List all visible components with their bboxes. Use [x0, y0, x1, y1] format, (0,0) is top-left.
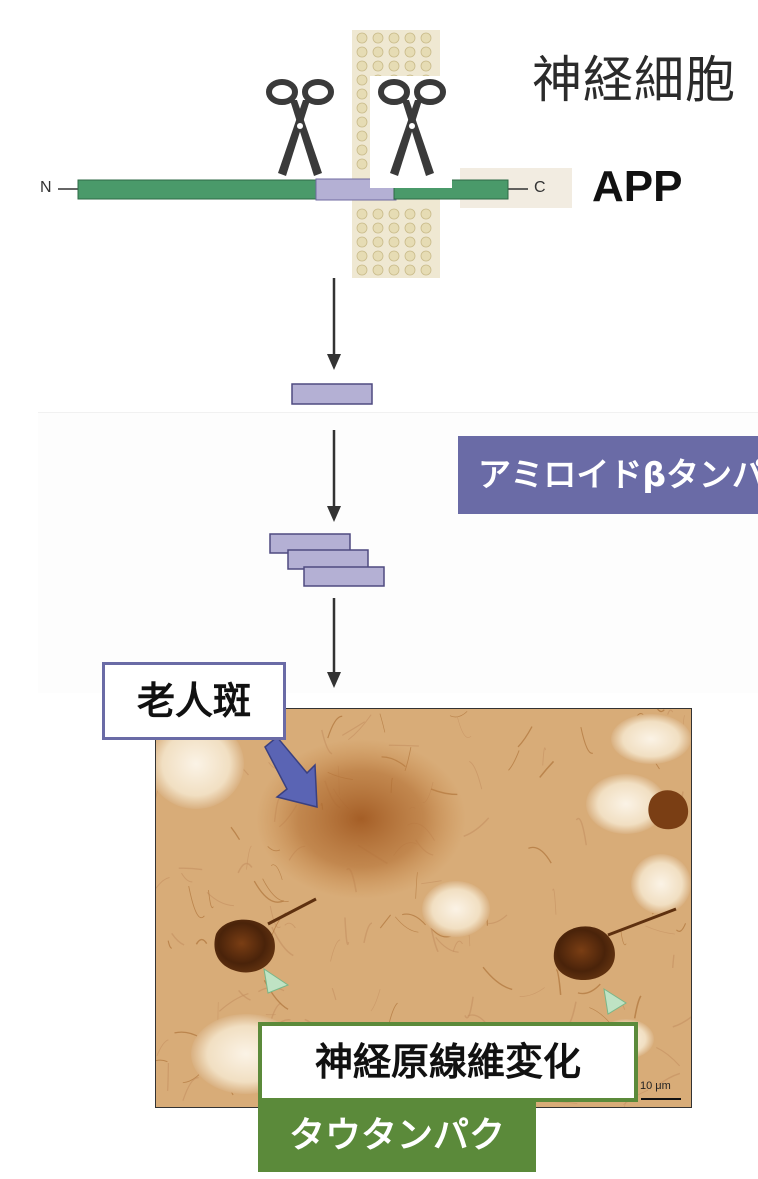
tangle-neuron	[214, 897, 317, 973]
tangle-neuron	[553, 907, 677, 981]
app-label: APP	[592, 162, 683, 211]
c-terminus-label: C	[534, 179, 546, 196]
arrow-down-icon	[327, 278, 341, 370]
amyloid-beta-fragment	[291, 383, 373, 405]
senile-plaque-label: 老人斑	[102, 662, 286, 740]
scissors-icon	[370, 76, 452, 188]
arrowhead-marker-icon	[603, 987, 627, 1015]
scissors-icon	[266, 79, 334, 176]
plaque-arrow-icon	[264, 735, 318, 808]
neurofibrillary-tangle-label: 神経原線維変化	[258, 1022, 638, 1102]
app-protein	[58, 178, 528, 201]
arrow-down-icon	[327, 430, 341, 522]
scale-bar-label: 10 μm	[640, 1080, 671, 1092]
amyloid-beta-label: アミロイドβタンパク	[458, 436, 758, 514]
tau-protein-label: タウタンパク	[258, 1100, 536, 1172]
arrowhead-marker-icon	[263, 967, 290, 994]
amyloid-aggregate	[269, 533, 385, 587]
arrow-down-icon	[327, 598, 341, 688]
n-terminus-label: N	[40, 179, 52, 196]
neuron-title: 神経細胞	[532, 51, 736, 109]
